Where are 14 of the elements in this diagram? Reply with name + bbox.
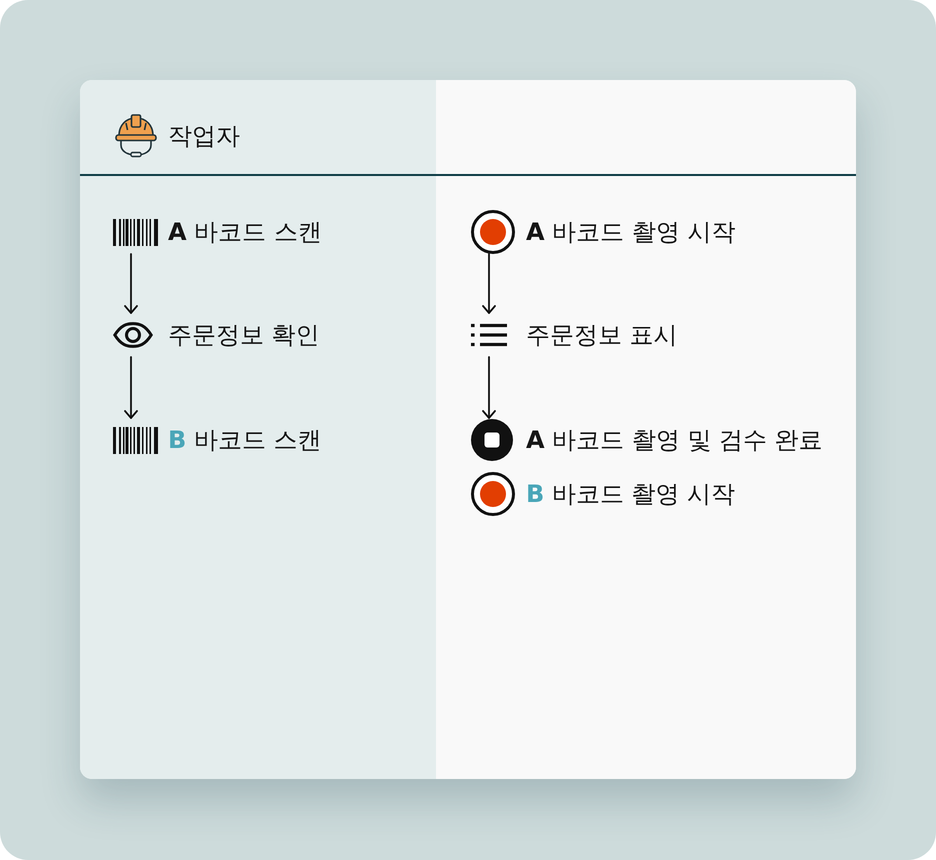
arrow [124, 253, 138, 314]
step-text: 주문정보 확인 [168, 320, 320, 350]
panel [80, 80, 436, 779]
step-text: B 바코드 스캔 [168, 425, 322, 455]
step-text: A 바코드 스캔 [168, 217, 322, 247]
panel [436, 80, 856, 779]
column-heading: 작업자 [168, 121, 240, 151]
step-text: 주문정보 표시 [526, 320, 678, 350]
step-text: A 바코드 촬영 시작 [526, 217, 736, 247]
arrow [482, 253, 496, 314]
arrow [124, 356, 138, 419]
step-text: B 바코드 촬영 시작 [526, 479, 736, 509]
arrow [482, 356, 496, 419]
step-text: A 바코드 촬영 및 검수 완료 [526, 425, 823, 455]
